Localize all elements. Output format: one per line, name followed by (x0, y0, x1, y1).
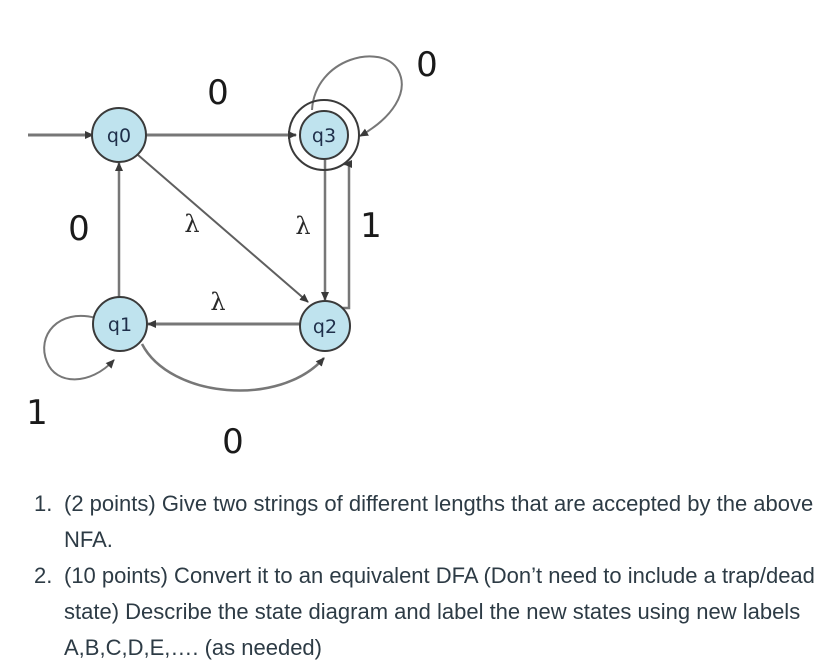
state-q2: q2 (299, 300, 351, 352)
label-q1-q2: 0 (222, 422, 244, 462)
label-q2-q3: 1 (360, 206, 382, 246)
edge-q1-q2 (140, 343, 325, 392)
state-q2-label: q2 (313, 316, 337, 338)
question-text: (10 points) Convert it to an equivalent … (64, 563, 815, 660)
state-q0-label: q0 (107, 125, 131, 147)
label-q1-q1: 1 (26, 393, 48, 433)
edge-q2-q3 (338, 160, 352, 310)
state-q0: q0 (91, 107, 147, 163)
question-number: 1. (34, 491, 53, 516)
edge-q3-q3 (311, 55, 403, 137)
nfa-state-diagram: q0 q1 q2 q3 0 0 0 λ λ 1 λ 1 0 (26, 45, 438, 462)
label-q3-q2: λ (295, 212, 310, 240)
edge-q0-q2 (137, 154, 309, 303)
edge-q1-q1 (43, 315, 115, 381)
state-q1: q1 (92, 296, 148, 352)
state-q3: q3 (288, 99, 360, 171)
question-list: 1. (2 points) Give two strings of differ… (30, 486, 821, 666)
question-text: (2 points) Give two strings of different… (64, 491, 814, 552)
label-q0-q2: λ (184, 210, 199, 238)
question-item: 1. (2 points) Give two strings of differ… (34, 486, 821, 558)
question-item: 2. (10 points) Convert it to an equivale… (34, 558, 821, 666)
label-q2-q1: λ (210, 288, 225, 316)
label-q3-q3: 0 (416, 45, 438, 85)
state-q3-label: q3 (312, 125, 336, 147)
question-number: 2. (34, 563, 53, 588)
state-q1-label: q1 (108, 314, 132, 336)
label-q0-q3: 0 (207, 73, 229, 113)
accepting-ring (288, 99, 360, 171)
label-q1-q0: 0 (68, 209, 90, 249)
